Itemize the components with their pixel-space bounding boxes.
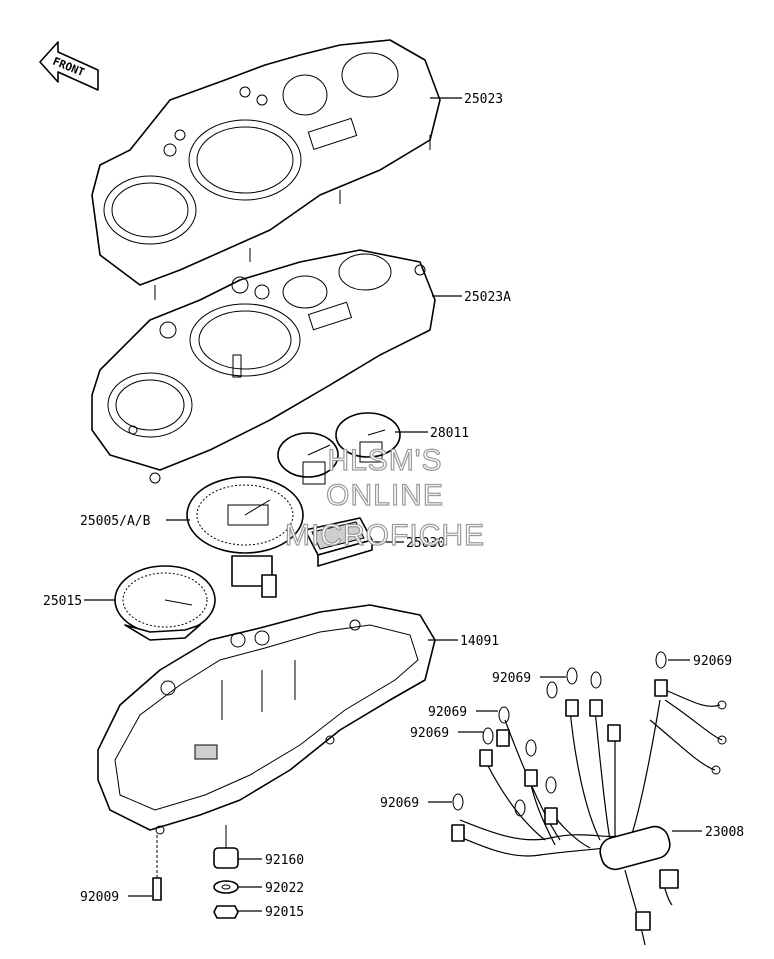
callout-92069-c: 92069	[428, 705, 467, 720]
leader-lines	[84, 97, 702, 912]
tachometer-dial	[114, 565, 216, 641]
watermark-line-3: MICROFICHE	[285, 519, 485, 552]
callout-28011: 28011	[430, 426, 469, 441]
meter-lower-case	[97, 604, 436, 835]
callout-labels: 25023 25023A 28011 25005/A/B 25030 25015…	[43, 92, 744, 920]
callout-25005ab: 25005/A/B	[80, 514, 151, 529]
nut-92015	[213, 905, 239, 919]
callout-25030: 25030	[406, 536, 445, 551]
screw-92009	[152, 835, 162, 901]
callout-92009: 92009	[80, 890, 119, 905]
meter-case	[91, 249, 436, 484]
small-gauges	[277, 412, 401, 485]
callout-23008: 23008	[705, 825, 744, 840]
front-arrow: FRONT	[39, 41, 99, 91]
callout-92069-b: 92069	[693, 654, 732, 669]
washer-92022	[213, 880, 239, 894]
wiring-harness	[451, 651, 727, 946]
watermark: HLSM'S ONLINE MICROFICHE	[284, 443, 485, 552]
meter-cover-upper	[91, 39, 441, 300]
callout-14091: 14091	[460, 634, 499, 649]
watermark-line-1: HLSM'S	[327, 444, 442, 477]
callout-25015: 25015	[43, 594, 82, 609]
callout-92069-d: 92069	[410, 726, 449, 741]
speedometer-dial	[186, 476, 304, 598]
damper-92160	[213, 825, 239, 869]
watermark-line-2: ONLINE	[326, 479, 444, 512]
lcd-module	[304, 517, 373, 567]
callout-92022: 92022	[265, 881, 304, 896]
bulbs-92069	[452, 651, 667, 817]
callout-25023: 25023	[464, 92, 503, 107]
callout-92069-a: 92069	[492, 671, 531, 686]
callout-25023a: 25023A	[464, 290, 511, 305]
callout-92160: 92160	[265, 853, 304, 868]
callout-92069-e: 92069	[380, 796, 419, 811]
callout-92015: 92015	[265, 905, 304, 920]
bulb-sockets	[451, 679, 668, 842]
